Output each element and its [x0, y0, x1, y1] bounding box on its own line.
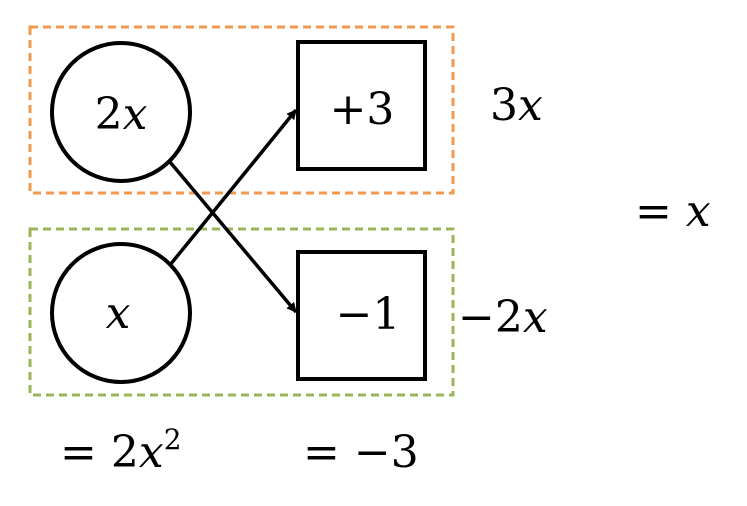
box-bottom-node	[296, 250, 427, 381]
top-row-group-border	[28, 25, 455, 195]
circle-bottom-label: x	[106, 288, 131, 339]
arrow-circle-top-to-box-bottom	[168, 160, 298, 314]
circles-product-label: = 2x2	[60, 423, 182, 478]
circle-top-label: 2x	[95, 89, 148, 140]
sum-result: = x	[635, 186, 711, 237]
circle-top-node	[50, 41, 192, 183]
box-top-label: +3	[330, 84, 395, 135]
top-row-result: 3x	[490, 80, 543, 131]
box-bottom-label: −1	[336, 289, 401, 340]
boxes-product-label: = −3	[303, 427, 419, 478]
circle-bottom-node	[50, 242, 192, 384]
box-top-node	[296, 40, 427, 171]
bottom-row-group-border	[28, 227, 455, 397]
bottom-row-result: −2x	[458, 292, 548, 343]
arrow-circle-bottom-to-box-top	[168, 108, 298, 267]
